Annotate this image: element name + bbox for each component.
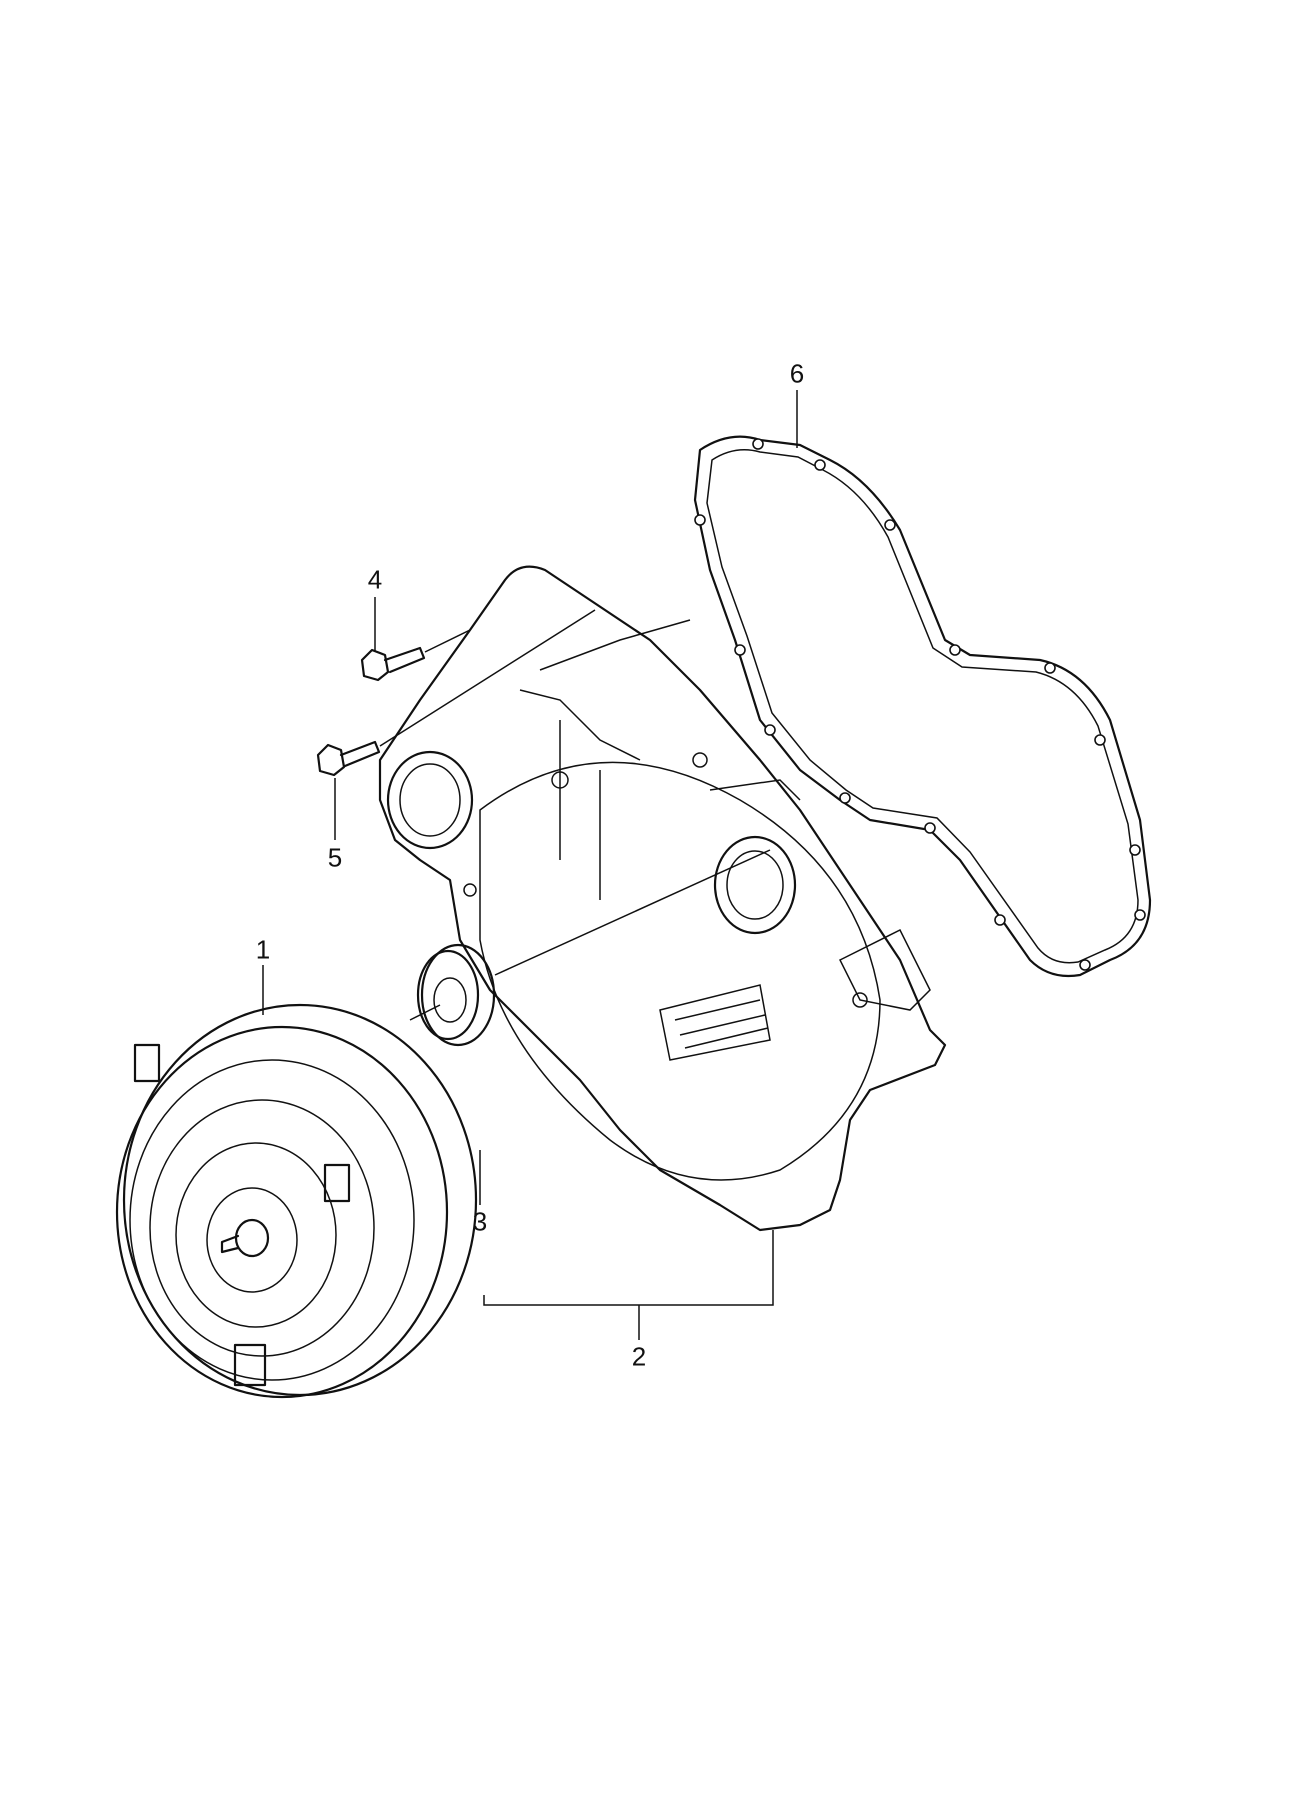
callout-6: 6: [789, 358, 805, 389]
callout-2: 2: [631, 1341, 647, 1372]
callout-3: 3: [472, 1206, 488, 1237]
bolt-part-5: [316, 609, 596, 777]
leader-lines: [262, 390, 798, 1340]
shaft-seal-part-3: [409, 849, 771, 1047]
gasket-part-6: [693, 435, 1152, 978]
callout-4: 4: [367, 564, 383, 595]
callout-1: 1: [255, 934, 271, 965]
torque-converter-part-1: [115, 1003, 478, 1399]
transmission-housing-part-2: [378, 565, 947, 1232]
bolt-part-4: [360, 629, 471, 682]
callout-5: 5: [327, 842, 343, 873]
